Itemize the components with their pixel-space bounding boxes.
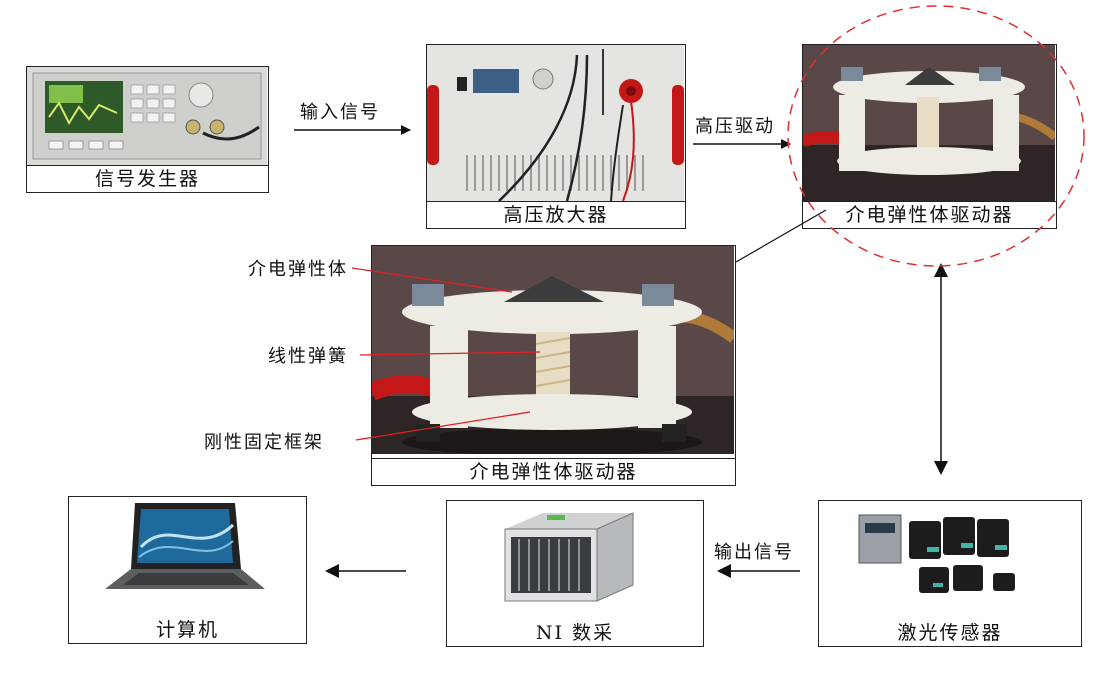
input-signal-label: 输入信号 — [300, 102, 380, 123]
hv-amplifier-label: 高压放大器 — [427, 201, 685, 228]
computer-node: 计算机 — [68, 496, 307, 644]
callout-line-dielectric — [351, 267, 513, 293]
callout-linear-spring: 线性弹簧 — [268, 346, 348, 367]
callout-dielectric-elastomer: 介电弹性体 — [248, 259, 348, 280]
callout-line-spring — [359, 351, 541, 356]
connector-line — [735, 209, 827, 263]
dea-driver-center-photo — [372, 246, 734, 454]
computer-label: 计算机 — [69, 617, 306, 643]
dea-driver-center-node: 介电弹性体驱动器 — [371, 245, 736, 486]
laser-sensor-node: 激光传感器 — [818, 500, 1082, 647]
hv-drive-label: 高压驱动 — [695, 116, 775, 137]
computer-photo — [69, 497, 305, 607]
ni-daq-photo — [447, 501, 702, 611]
laser-sensor-label: 激光传感器 — [819, 620, 1081, 646]
highlight-circle — [787, 5, 1085, 267]
dea-driver-top-node: 介电弹性体驱动器 — [802, 44, 1057, 229]
laser-sensor-photo — [819, 501, 1080, 611]
dea-driver-center-label: 介电弹性体驱动器 — [372, 458, 735, 485]
output-signal-label: 输出信号 — [714, 542, 794, 563]
ni-daq-node: NI 数采 — [446, 500, 704, 647]
callout-rigid-frame: 刚性固定框架 — [204, 432, 324, 453]
signal-generator-photo — [27, 67, 267, 166]
hv-amplifier-node: 高压放大器 — [426, 44, 686, 229]
signal-generator-node: 信号发生器 — [26, 66, 269, 193]
hv-amplifier-photo — [427, 45, 684, 201]
dea-driver-top-photo — [803, 45, 1055, 201]
dea-driver-top-label: 介电弹性体驱动器 — [803, 201, 1056, 228]
callout-line-frame — [355, 411, 531, 441]
ni-daq-label: NI 数采 — [447, 620, 703, 646]
signal-generator-label: 信号发生器 — [27, 165, 268, 192]
